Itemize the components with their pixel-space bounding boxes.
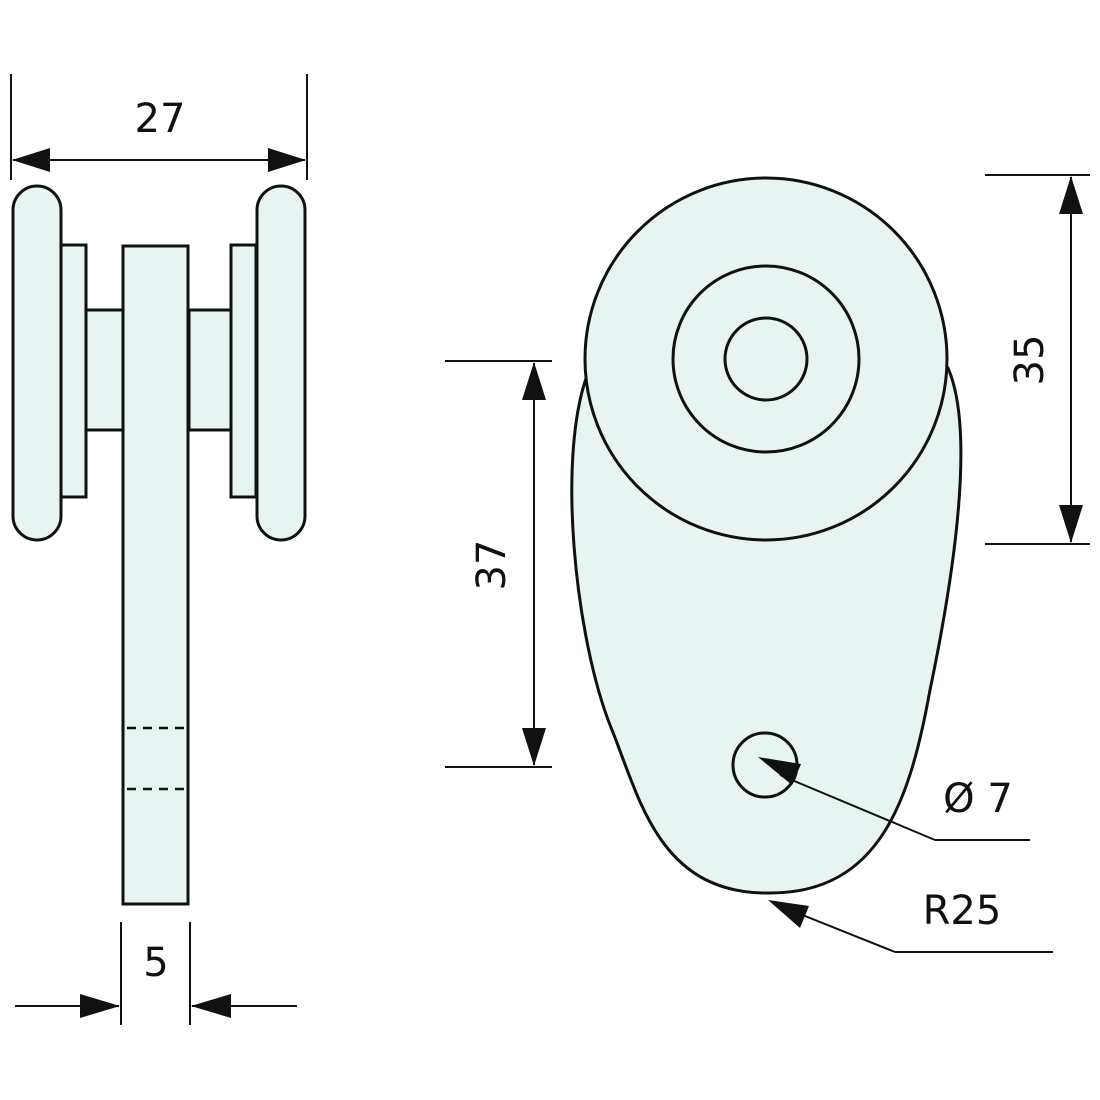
arrowhead-diameter [758, 757, 801, 785]
wheel-center-bore [723, 316, 809, 402]
leader-line-radius [789, 909, 896, 953]
dimension-label-radius: R25 [923, 888, 1002, 934]
dimension-label-5: 5 [143, 940, 168, 986]
center-plate [121, 244, 190, 906]
right-hub [229, 243, 258, 499]
left-axle [84, 308, 125, 432]
dimension-label-37: 37 [469, 540, 515, 591]
dimension-37: 37 [445, 360, 552, 768]
arrowhead-bottom [522, 728, 546, 766]
right-wheel [255, 184, 307, 542]
side-view [11, 184, 307, 906]
left-wheel [11, 184, 63, 542]
arrowhead-right [191, 994, 231, 1018]
dimension-5: 5 [15, 922, 297, 1025]
arrowhead-top [1059, 176, 1083, 214]
left-hub [59, 243, 88, 499]
leader-line-diameter [779, 774, 936, 841]
arrowhead-top [522, 362, 546, 400]
front-view [570, 176, 963, 895]
dimension-27: 27 [10, 74, 308, 180]
dimension-35: 35 [985, 174, 1090, 545]
dimension-label-27: 27 [135, 96, 186, 142]
arrowhead-radius [768, 900, 809, 928]
arrowhead-bottom [1059, 505, 1083, 543]
arrowhead-right [268, 148, 306, 172]
dimension-hole-diameter: Ø 7 [758, 757, 1030, 841]
dimension-radius: R25 [768, 888, 1053, 953]
dimension-label-35: 35 [1007, 335, 1053, 386]
dimension-label-diameter: Ø 7 [943, 776, 1013, 822]
arrowhead-left [80, 994, 120, 1018]
arrowhead-left [12, 148, 50, 172]
right-axle [187, 308, 233, 432]
